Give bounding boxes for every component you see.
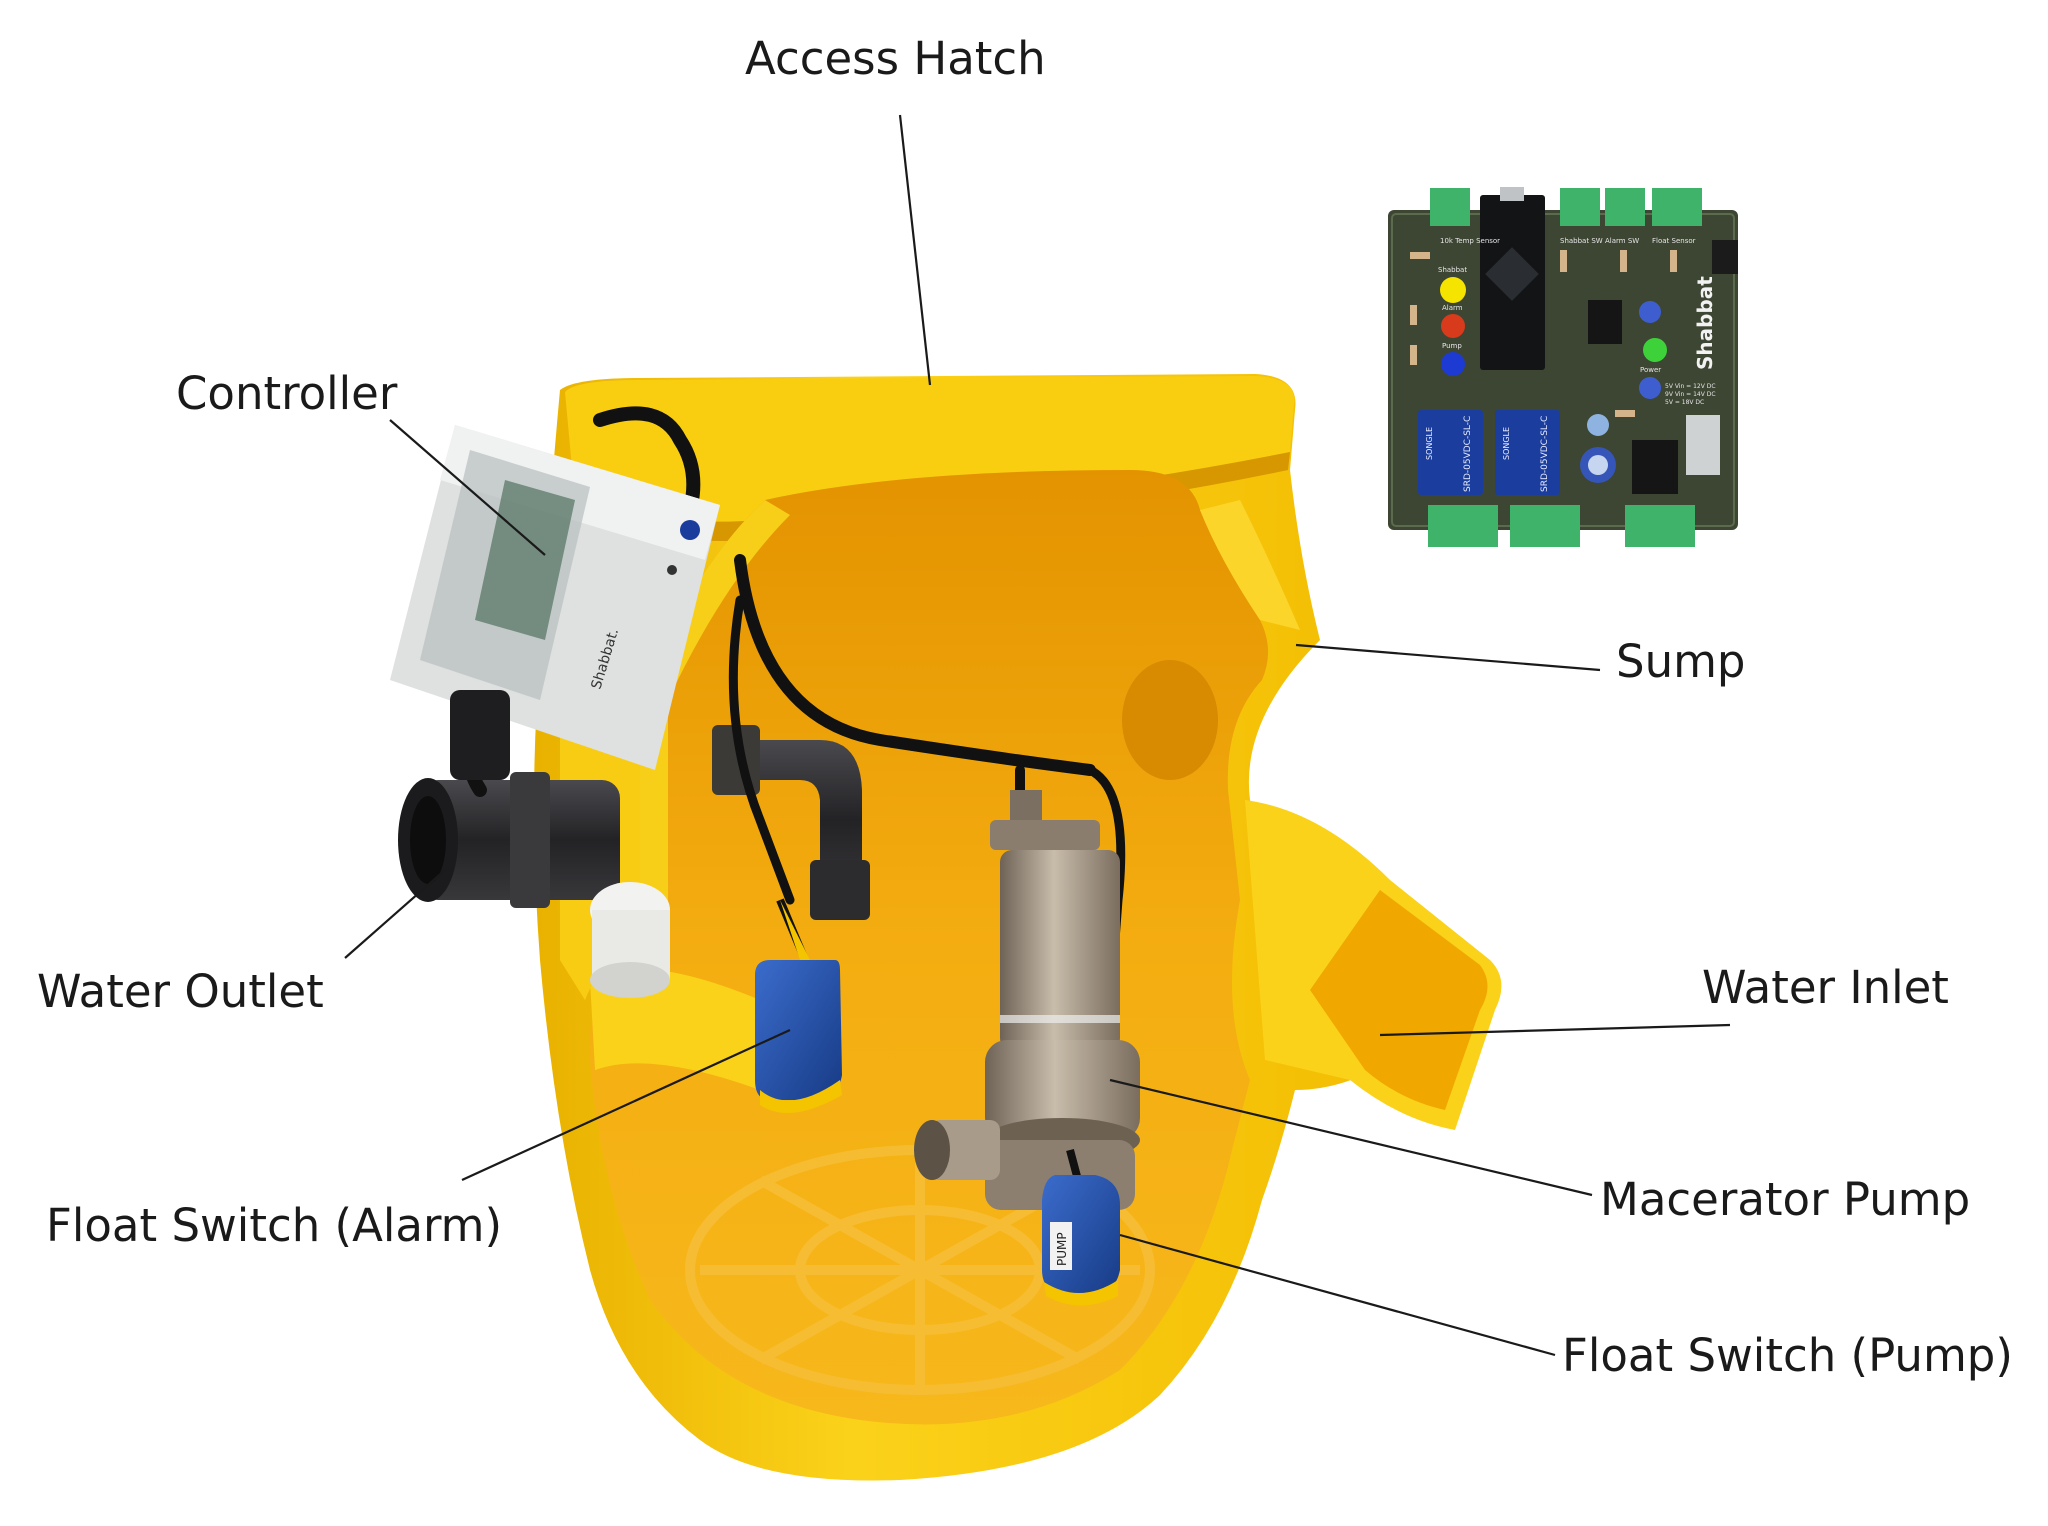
leader-sump <box>1295 643 1601 672</box>
pcb-indicator-label: Power <box>1640 366 1661 374</box>
float-switch-pump-tag: PUMP <box>1055 1232 1069 1266</box>
pcb-terminal <box>1652 188 1702 226</box>
pcb-led-shabbat <box>1440 277 1466 303</box>
pcb-terminal <box>1605 188 1645 226</box>
controller-box: Shabbat. <box>390 425 720 780</box>
controller-pcb: SRD-05VDC-SL-C SRD-05VDC-SL-C SONGLE SON… <box>1388 187 1738 547</box>
leader-water-inlet <box>1379 1023 1731 1037</box>
pcb-relay-brand: SONGLE <box>1425 427 1434 460</box>
leader-macerator-pump <box>1109 1078 1593 1197</box>
pcb-header-label: 10k Temp Sensor <box>1440 237 1500 245</box>
pcb-terminal <box>1428 505 1498 547</box>
float-switch-alarm-body <box>755 898 842 1113</box>
pcb-relay <box>1418 410 1483 495</box>
pcb-indicator-label: Pump <box>1442 342 1462 350</box>
label-macerator-pump: Macerator Pump <box>1600 1173 1971 1226</box>
controller-button <box>680 520 700 540</box>
float-switch-pump-body: PUMP <box>1042 1148 1120 1306</box>
pcb-resistors <box>1410 250 1677 417</box>
pcb-voltage-note: 5V = 18V DC <box>1665 399 1704 406</box>
label-water-outlet: Water Outlet <box>37 965 324 1018</box>
pcb-terminal <box>1510 505 1580 547</box>
label-controller: Controller <box>176 367 398 420</box>
pcb-led-power <box>1643 338 1667 362</box>
macerator-pump-body <box>914 790 1140 1210</box>
label-sump: Sump <box>1616 635 1746 688</box>
pcb-led-pump <box>1441 352 1465 376</box>
pcb-header-label: Float Sensor <box>1652 237 1696 245</box>
pcb-brand: Shabbat <box>1693 276 1717 370</box>
pcb-header-label: Shabbat SW <box>1560 237 1603 245</box>
leader-lines <box>344 114 1731 1357</box>
label-water-inlet: Water Inlet <box>1702 961 1949 1014</box>
pcb-relay-brand: SONGLE <box>1502 427 1511 460</box>
pcb-terminal <box>1560 188 1600 226</box>
pcb-voltage-note: 9V Vin = 14V DC <box>1665 391 1716 398</box>
pcb-terminal <box>1430 188 1470 226</box>
leader-water-outlet <box>344 869 446 959</box>
leader-float-switch-pump <box>1119 1233 1556 1357</box>
pcb-indicator-label: Shabbat <box>1438 266 1467 274</box>
pcb-relay-model: SRD-05VDC-SL-C <box>1540 416 1550 492</box>
leader-access-hatch <box>898 114 932 386</box>
leader-controller <box>389 419 546 556</box>
pcb-terminal <box>1625 505 1695 547</box>
sump-side-port <box>1122 660 1218 780</box>
leader-float-switch-alarm <box>461 1028 791 1182</box>
label-access-hatch: Access Hatch <box>745 32 1046 85</box>
pcb-led-alarm <box>1441 314 1465 338</box>
pcb-relay-model: SRD-05VDC-SL-C <box>1463 416 1473 492</box>
label-float-switch-pump: Float Switch (Pump) <box>1562 1329 2013 1382</box>
pcb-header-label: Alarm SW <box>1605 237 1639 245</box>
pcb-relay <box>1495 410 1560 495</box>
label-float-switch-alarm: Float Switch (Alarm) <box>46 1199 503 1252</box>
pcb-voltage-note: 5V Vin = 12V DC <box>1665 383 1716 390</box>
pcb-indicator-label: Alarm <box>1442 304 1463 312</box>
